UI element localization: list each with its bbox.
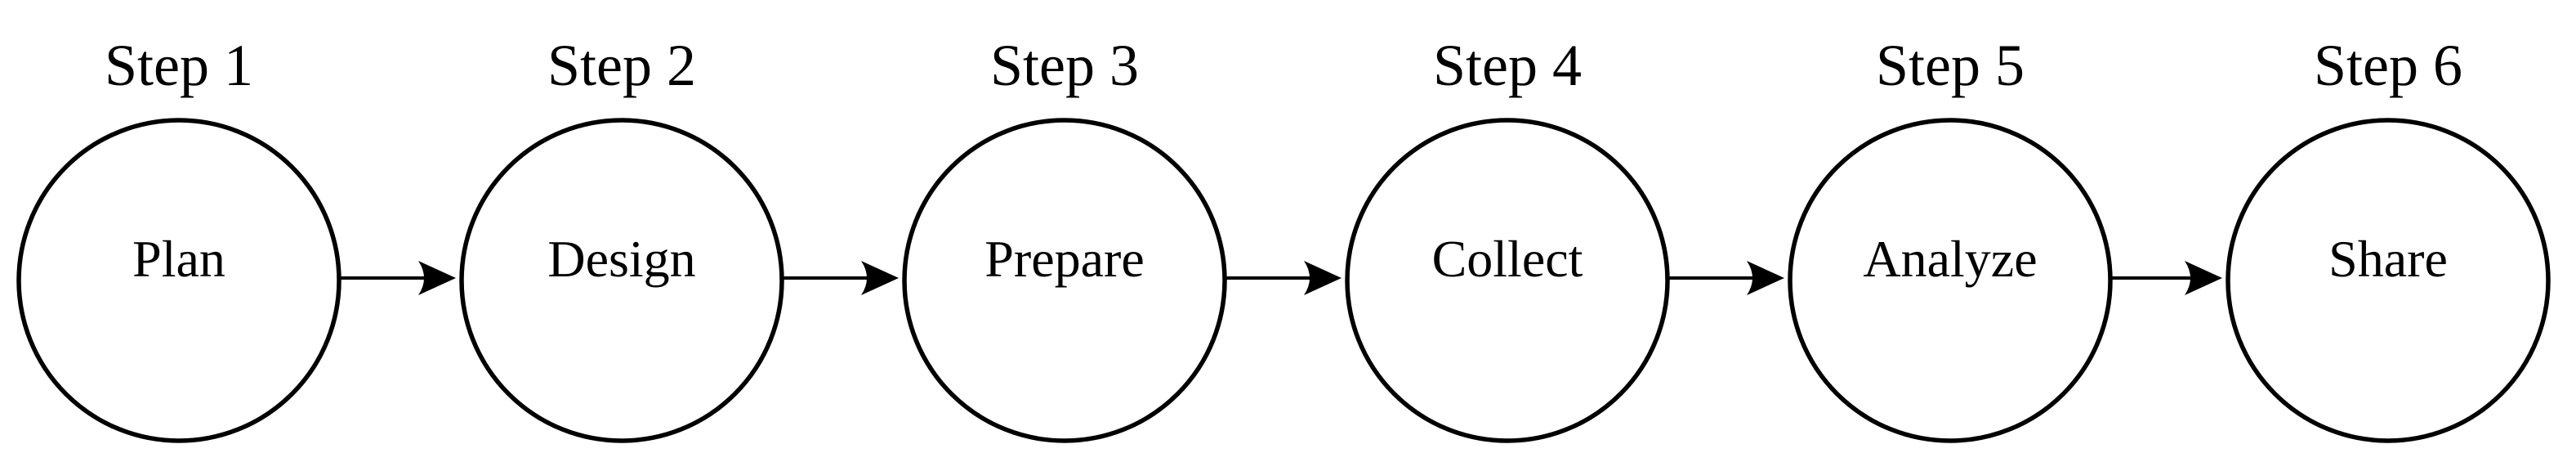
arrow-connector-5 bbox=[2110, 261, 2222, 295]
step-3-label: Prepare bbox=[984, 230, 1144, 288]
step-5-circle bbox=[1788, 118, 2113, 443]
step-5-label: Analyze bbox=[1863, 230, 2037, 288]
arrow-connector-2 bbox=[782, 261, 899, 295]
step-6-circle bbox=[2226, 118, 2551, 443]
arrow-head-icon bbox=[1747, 261, 1784, 295]
arrow-head-icon bbox=[861, 261, 899, 295]
step-1-circle bbox=[16, 118, 342, 443]
step-5-title: Step 5 bbox=[1876, 33, 2025, 98]
step-node-3: Step 3 Prepare bbox=[902, 33, 1227, 443]
step-node-2: Step 2 Design bbox=[459, 33, 784, 443]
step-3-circle bbox=[902, 118, 1227, 443]
step-2-circle bbox=[459, 118, 784, 443]
arrow-head-icon bbox=[2185, 261, 2222, 295]
step-node-1: Step 1 Plan bbox=[16, 33, 342, 443]
step-node-6: Step 6 Share bbox=[2226, 33, 2551, 443]
step-6-label: Share bbox=[2328, 230, 2448, 288]
step-4-label: Collect bbox=[1432, 230, 1583, 288]
step-node-5: Step 5 Analyze bbox=[1788, 33, 2113, 443]
step-6-title: Step 6 bbox=[2314, 33, 2462, 98]
arrow-connector-4 bbox=[1667, 261, 1784, 295]
arrow-connector-3 bbox=[1225, 261, 1342, 295]
step-node-4: Step 4 Collect bbox=[1345, 33, 1670, 443]
step-3-title: Step 3 bbox=[990, 33, 1139, 98]
step-1-label: Plan bbox=[132, 230, 225, 288]
step-2-title: Step 2 bbox=[547, 33, 696, 98]
step-1-title: Step 1 bbox=[105, 33, 253, 98]
step-4-circle bbox=[1345, 118, 1670, 443]
arrow-connector-1 bbox=[339, 261, 456, 295]
arrow-head-icon bbox=[418, 261, 456, 295]
step-4-title: Step 4 bbox=[1433, 33, 1582, 98]
arrow-head-icon bbox=[1304, 261, 1342, 295]
step-2-label: Design bbox=[547, 230, 695, 288]
